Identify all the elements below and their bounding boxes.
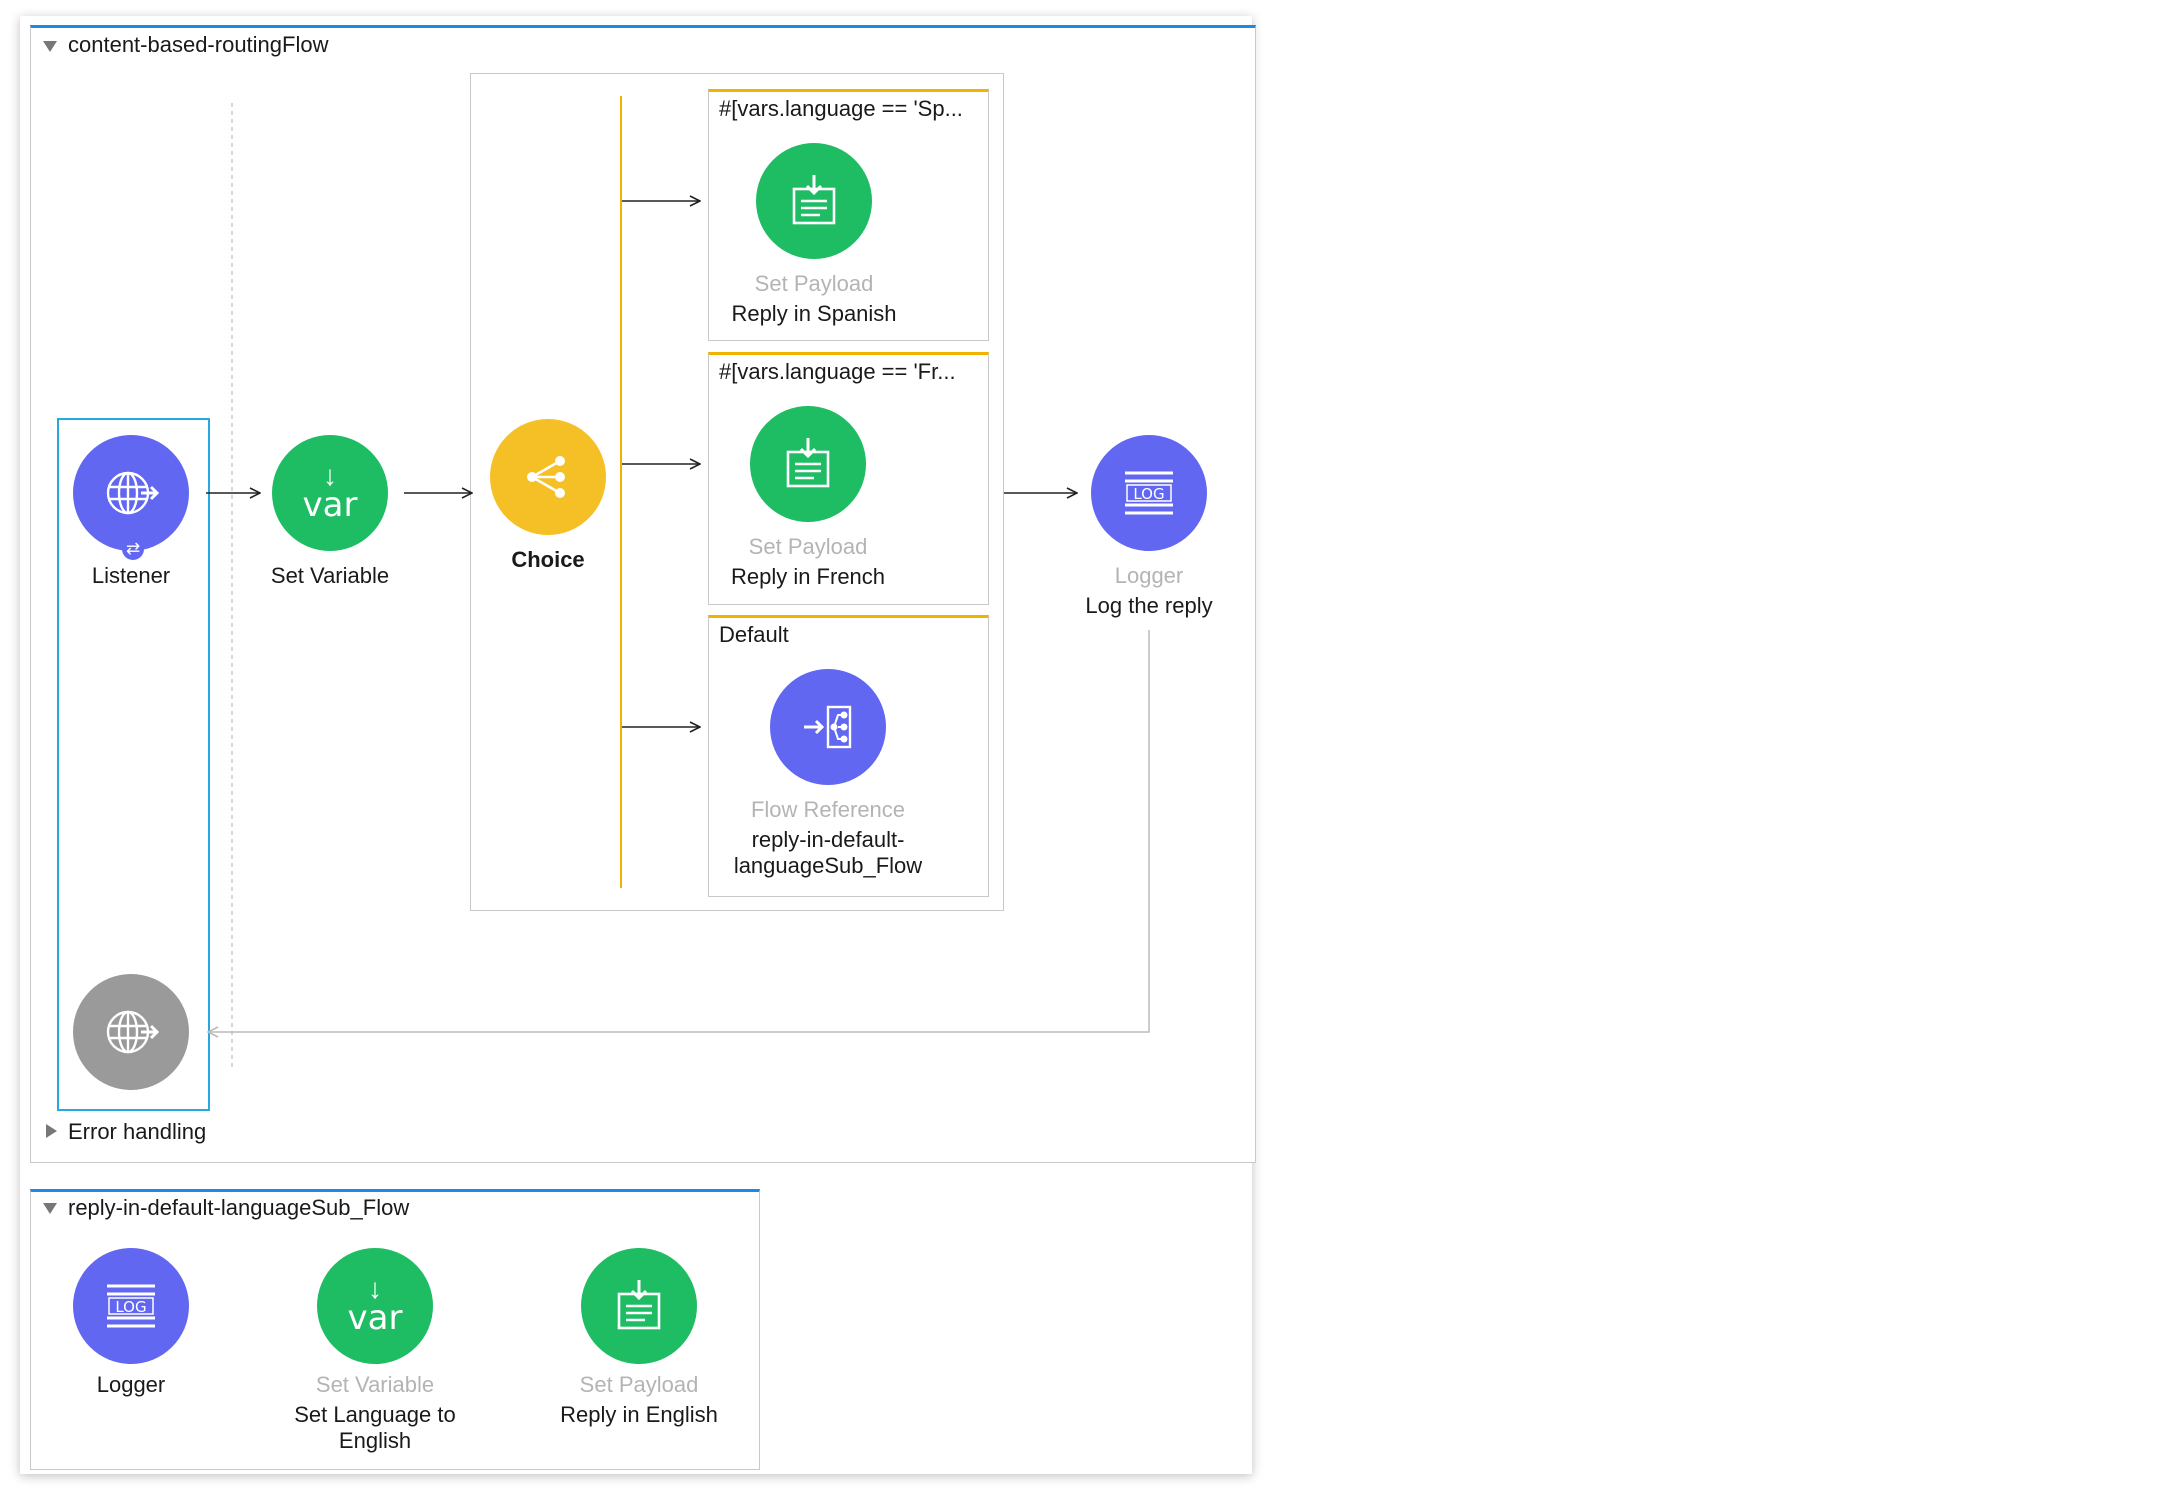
down-arrow-icon: ↓ (368, 1273, 382, 1304)
logger-label: Log the reply (1085, 593, 1213, 618)
set-payload-french-node[interactable] (750, 406, 866, 522)
logger-node[interactable]: LOG (1091, 435, 1207, 551)
exchange-icon: ⇄ (122, 538, 144, 560)
sub-set-variable-type: Set Variable (315, 1372, 435, 1397)
route-french[interactable]: #[vars.language == 'Fr... (708, 352, 989, 605)
main-flow-title[interactable]: content-based-routingFlow (68, 32, 329, 57)
var-icon: var (347, 1298, 403, 1338)
globe-icon (106, 471, 160, 515)
sub-flow-title[interactable]: reply-in-default-languageSub_Flow (68, 1195, 410, 1220)
sub-set-payload-label: Reply in English (560, 1402, 718, 1427)
route-condition-label: #[vars.language == 'Fr... (719, 359, 956, 384)
route-condition-label: #[vars.language == 'Sp... (719, 96, 963, 121)
var-icon: var (302, 485, 358, 525)
sub-set-payload-type: Set Payload (579, 1372, 699, 1397)
source-selection-box[interactable] (57, 418, 210, 1111)
route-node-type: Set Payload (748, 534, 868, 559)
route-node-label-line2: languageSub_Flow (733, 853, 923, 878)
sub-set-variable-label-line2: English (338, 1428, 412, 1453)
route-node-label: Reply in Spanish (731, 301, 897, 326)
globe-icon (106, 1010, 160, 1054)
flow-reference-icon (804, 705, 852, 749)
svg-text:LOG: LOG (115, 1298, 146, 1316)
set-variable-label: Set Variable (270, 563, 390, 588)
log-icon: LOG (107, 1284, 155, 1328)
listener-response-node[interactable] (73, 974, 189, 1090)
logger-type-label: Logger (1114, 563, 1184, 588)
expand-triangle-icon[interactable] (46, 1124, 57, 1138)
choice-node[interactable] (490, 419, 606, 535)
error-handling-label[interactable]: Error handling (68, 1119, 207, 1144)
sub-logger-label: Logger (96, 1372, 166, 1397)
choice-icon (527, 456, 565, 498)
choice-label: Choice (511, 547, 585, 572)
svg-text:LOG: LOG (1133, 485, 1164, 503)
sub-logger-node[interactable]: LOG (73, 1248, 189, 1364)
route-node-type: Set Payload (754, 271, 874, 296)
listener-node[interactable] (73, 435, 189, 551)
flow-reference-node[interactable] (770, 669, 886, 785)
set-payload-icon (786, 438, 830, 488)
sub-set-payload-node[interactable] (581, 1248, 697, 1364)
route-node-label: Reply in French (730, 564, 886, 589)
collapse-triangle-icon[interactable] (43, 41, 57, 52)
sub-set-variable-node[interactable]: ↓ var (317, 1248, 433, 1364)
main-flow-container[interactable] (30, 25, 1256, 1163)
set-payload-icon (792, 175, 836, 225)
listener-label: Listener (91, 563, 171, 588)
log-icon: LOG (1125, 471, 1173, 515)
down-arrow-icon: ↓ (323, 460, 337, 491)
route-condition-label: Default (719, 622, 789, 647)
sub-set-variable-label-line1: Set Language to (294, 1402, 456, 1427)
collapse-triangle-icon[interactable] (43, 1203, 57, 1214)
route-node-type: Flow Reference (750, 797, 906, 822)
set-payload-icon (617, 1280, 661, 1330)
set-payload-spanish-node[interactable] (756, 143, 872, 259)
route-node-label-line1: reply-in-default- (751, 827, 905, 852)
set-variable-node[interactable]: ↓ var (272, 435, 388, 551)
